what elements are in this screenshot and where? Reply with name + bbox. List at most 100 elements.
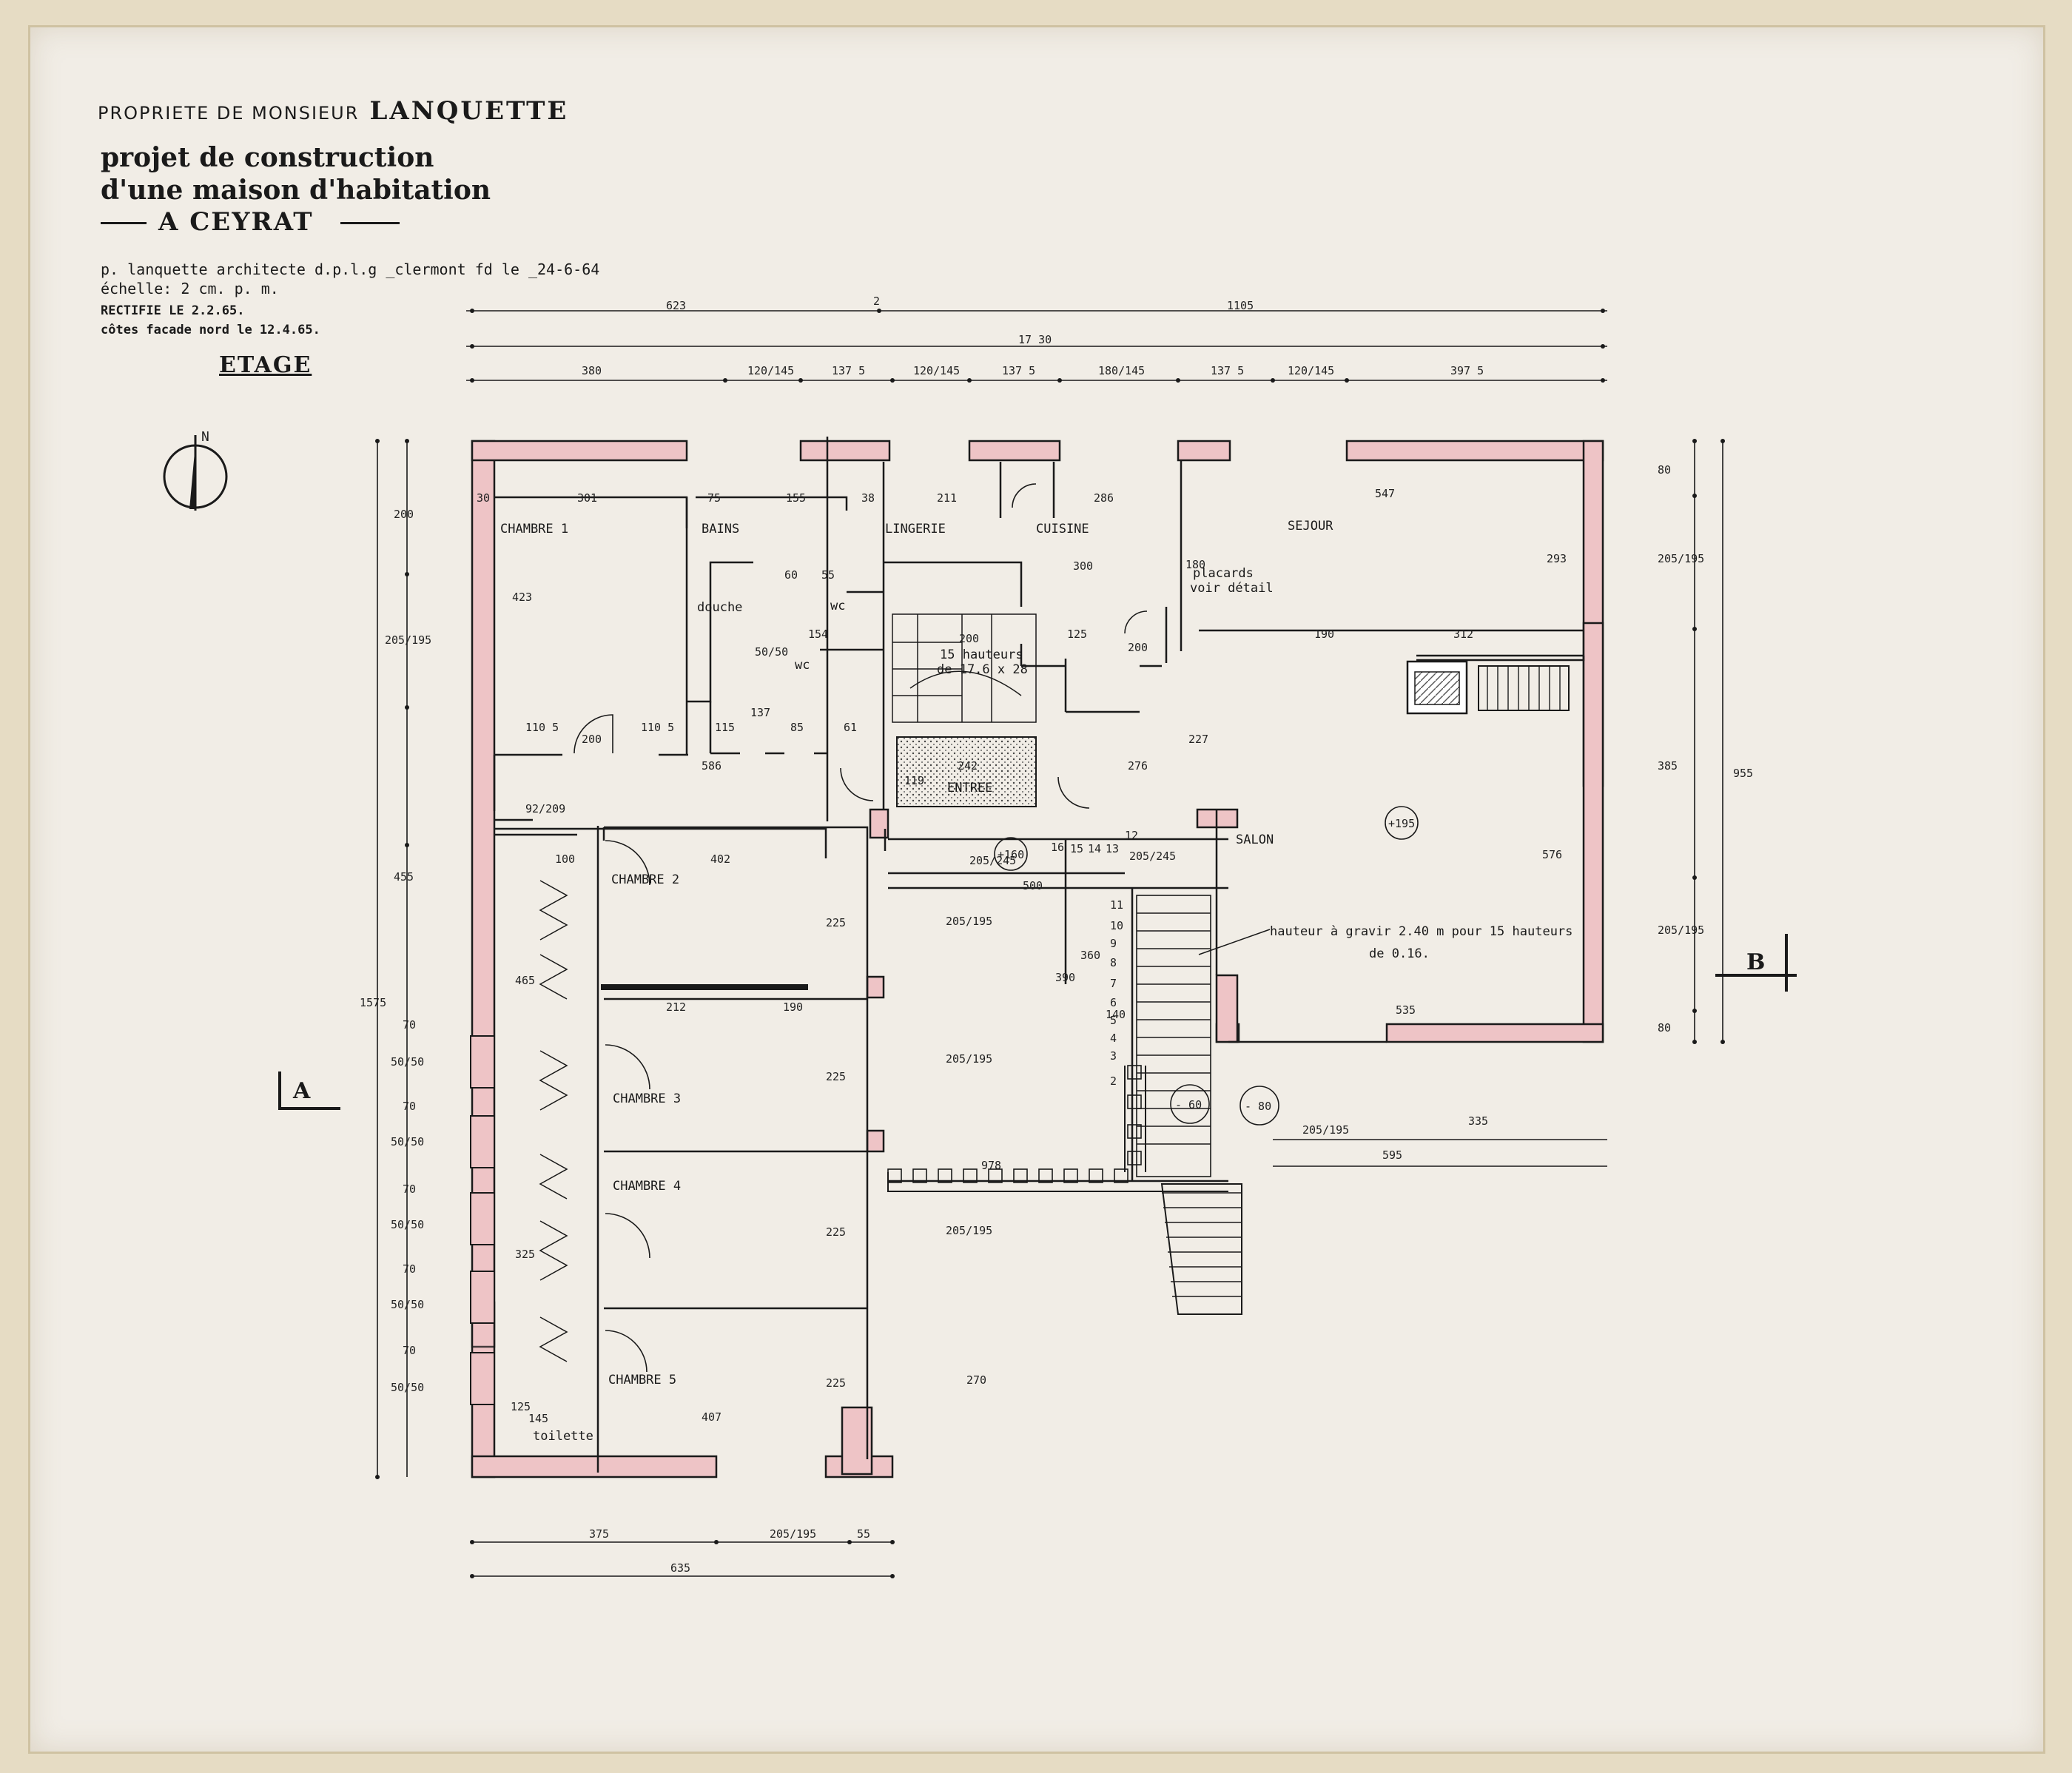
dim-ch1-w: 301: [577, 491, 597, 505]
dim-d200-b: 200: [1128, 641, 1148, 654]
dim-d325: 325: [515, 1248, 535, 1261]
dim-d225-c: 225: [826, 1225, 846, 1239]
step-14: 14: [1088, 842, 1101, 855]
title-rule-left: [101, 222, 147, 224]
rectified-line: RECTIFIE LE 2.2.65.: [101, 303, 245, 318]
note-climb-2: de 0.16.: [1369, 946, 1430, 961]
dim-top-row-2: 137 5: [832, 364, 865, 377]
dim-d500: 500: [1023, 879, 1043, 892]
dim-bottom-1: 205/195: [770, 1527, 816, 1541]
dim-top-total: 17 30: [1018, 333, 1052, 346]
dim-left-0: 200: [394, 508, 414, 521]
dim-top-mark: 2: [873, 295, 880, 308]
paving-blocks: [887, 1065, 1142, 1183]
dim-d225-a: 225: [826, 916, 846, 929]
dim-d50-d: 50/50: [391, 1298, 424, 1311]
exterior-walls: [471, 440, 1604, 1478]
dim-d70-e: 70: [403, 1344, 416, 1357]
dim-d75: 75: [707, 491, 721, 505]
room-douche: douche: [697, 600, 742, 615]
title-line-1: projet de construction: [101, 142, 434, 173]
note-placards-2: voir détail: [1190, 581, 1274, 596]
dim-d205-195-c: 205/195: [946, 1052, 992, 1066]
dim-d190-b: 190: [783, 1000, 803, 1014]
room-wc1: wc: [830, 599, 845, 613]
dim-d145: 145: [528, 1412, 548, 1425]
interior-walls: [493, 437, 1585, 1473]
dim-d212: 212: [666, 1000, 686, 1014]
dim-top-row-8: 397 5: [1450, 364, 1484, 377]
architect-line: p. lanquette architecte d.p.l.g _clermon…: [101, 260, 600, 278]
room-chambre5: CHAMBRE 5: [608, 1373, 676, 1387]
dim-top-row-7: 120/145: [1288, 364, 1334, 377]
dim-d61: 61: [844, 721, 857, 734]
dim-d85: 85: [790, 721, 804, 734]
dim-d312: 312: [1453, 628, 1473, 641]
dim-d50-b: 50/50: [391, 1135, 424, 1148]
dim-top-row-3: 120/145: [913, 364, 960, 377]
dim-bottom-0: 375: [589, 1527, 609, 1541]
dim-top-row-0: 380: [582, 364, 602, 377]
main-stair: [1136, 895, 1211, 1177]
dim-d535: 535: [1396, 1003, 1416, 1017]
dim-d50-a: 50/50: [391, 1055, 424, 1069]
dim-d38: 38: [861, 491, 875, 505]
dim-d125b: 125: [511, 1400, 531, 1413]
dim-d225-b: 225: [826, 1070, 846, 1083]
dim-d70-d: 70: [403, 1262, 416, 1276]
dim-d92: 92/209: [525, 802, 565, 815]
dim-d205-195-b: 205/195: [1302, 1123, 1349, 1137]
dim-d200: 200: [959, 632, 979, 645]
note-placards-1: placards: [1193, 566, 1254, 581]
dim-d293: 293: [1547, 552, 1567, 565]
dim-d190: 190: [1314, 628, 1334, 641]
upper-stair: [892, 613, 1037, 723]
dim-d205-245-a: 205/245: [969, 854, 1016, 867]
level-plus195: +195: [1388, 817, 1415, 830]
dim-right-total: 955: [1733, 767, 1753, 780]
step-15: 15: [1070, 842, 1083, 855]
room-sejour: SEJOUR: [1288, 519, 1333, 534]
dim-top-row-5: 180/145: [1098, 364, 1145, 377]
room-cuisine: CUISINE: [1036, 522, 1089, 536]
scale-line: échelle: 2 cm. p. m.: [101, 280, 279, 297]
title-rule-right: [340, 222, 400, 224]
dim-d180: 180: [1185, 558, 1205, 571]
dim-d390: 390: [1055, 971, 1075, 984]
door-swings: [574, 483, 1148, 1373]
dim-cuis-w: 286: [1094, 491, 1114, 505]
step-11: 11: [1110, 898, 1123, 912]
step-3: 3: [1110, 1049, 1117, 1063]
dim-d205-245-b: 205/245: [1129, 850, 1176, 863]
dim-d465: 465: [515, 974, 535, 987]
dim-d50-e: 50/50: [391, 1381, 424, 1394]
step-4: 4: [1110, 1032, 1117, 1045]
step-9: 9: [1110, 937, 1117, 950]
room-bains: BAINS: [702, 522, 739, 536]
dim-right-0: 80: [1658, 463, 1671, 477]
dim-d154: 154: [808, 628, 828, 641]
step-13: 13: [1106, 842, 1119, 855]
owner-name: LANQUETTE: [369, 96, 569, 126]
room-salon: SALON: [1236, 832, 1274, 847]
north-arrow: N: [163, 429, 228, 511]
step-16: 16: [1051, 841, 1064, 854]
dim-d140: 140: [1106, 1008, 1126, 1021]
dim-d205-195-d: 205/195: [946, 1224, 992, 1237]
dim-d119: 119: [904, 774, 924, 787]
dim-d335: 335: [1468, 1114, 1488, 1128]
dim-d70-a: 70: [403, 1018, 416, 1032]
dim-bottom-total: 635: [670, 1561, 690, 1575]
room-chambre4: CHAMBRE 4: [613, 1179, 681, 1194]
section-marker-a: A: [278, 1071, 340, 1110]
cotes-line: côtes facade nord le 12.4.65.: [101, 323, 320, 337]
dim-d100: 100: [555, 852, 575, 866]
dim-d270: 270: [966, 1373, 986, 1387]
title-line-3: A CEYRAT: [158, 207, 314, 237]
dim-top-b: 1105: [1227, 299, 1254, 312]
entree-hatch: [896, 736, 1037, 807]
dim-d360: 360: [1080, 949, 1100, 962]
dim-d300: 300: [1073, 559, 1093, 573]
dim-top-row-4: 137 5: [1002, 364, 1035, 377]
